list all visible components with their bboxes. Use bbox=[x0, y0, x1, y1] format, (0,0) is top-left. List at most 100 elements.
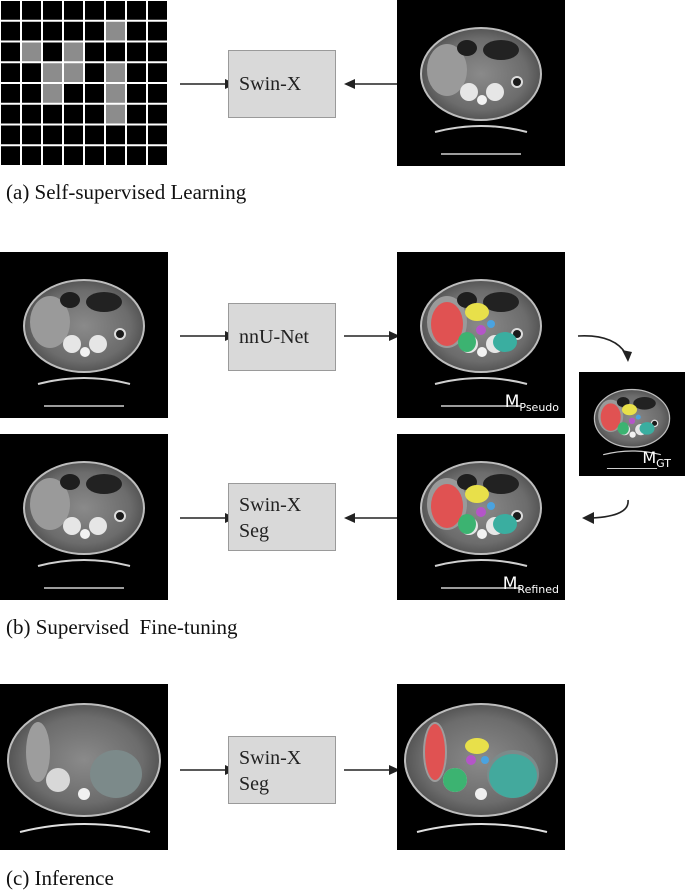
masked-patch bbox=[1, 84, 20, 103]
masked-patch bbox=[22, 125, 41, 145]
visible-patch bbox=[64, 63, 83, 82]
masked-patch bbox=[106, 42, 125, 62]
masked-patch bbox=[106, 1, 125, 20]
masked-patch bbox=[85, 104, 104, 124]
ct-slice bbox=[23, 461, 145, 589]
mask-pseudo-label: MPseudo bbox=[504, 392, 559, 414]
masked-patch bbox=[22, 146, 41, 165]
masked-patch bbox=[127, 84, 146, 103]
nnunet-label: nnU-Net bbox=[239, 326, 309, 348]
masked-patch bbox=[64, 146, 83, 165]
masked-patch bbox=[127, 1, 146, 20]
swin-x-seg-line1: Swin-X bbox=[239, 747, 302, 769]
curved-arrow-left bbox=[582, 499, 629, 524]
mask-refined-label: MRefined bbox=[502, 574, 559, 596]
visible-patch bbox=[106, 104, 125, 124]
masked-patch bbox=[22, 1, 41, 20]
masked-patch bbox=[64, 125, 83, 145]
masked-patch bbox=[64, 84, 83, 103]
caption-inference: (c) Inference bbox=[6, 866, 114, 890]
ct-slice bbox=[420, 27, 542, 155]
ct-scan-input-b-top bbox=[0, 252, 168, 418]
ct-slice-wide bbox=[7, 703, 161, 833]
masked-patch bbox=[22, 84, 41, 103]
masked-patch bbox=[1, 104, 20, 124]
caption-self-supervised: (a) Self-supervised Learning bbox=[6, 180, 247, 204]
ct-slice-wide-segmented bbox=[404, 703, 558, 833]
masked-patch bbox=[85, 146, 104, 165]
arrow-left bbox=[344, 513, 398, 523]
arrow-left bbox=[344, 79, 398, 89]
swin-x-seg-line2: Seg bbox=[239, 520, 269, 542]
visible-patch bbox=[106, 21, 125, 41]
masked-patch bbox=[1, 21, 20, 41]
swin-x-seg-line1: Swin-X bbox=[239, 494, 302, 516]
nnunet-box: nnU-Net bbox=[228, 303, 336, 371]
masked-patch bbox=[43, 42, 62, 62]
ct-slice bbox=[23, 279, 145, 407]
masked-patch bbox=[148, 84, 167, 103]
masked-patch bbox=[1, 146, 20, 165]
ct-scan-inference-input bbox=[0, 684, 168, 850]
curved-arrow-down bbox=[577, 335, 632, 362]
masked-patch bbox=[85, 21, 104, 41]
swin-x-seg-line2: Seg bbox=[239, 773, 269, 795]
ct-scan-ground-truth: MGT bbox=[579, 372, 685, 476]
masked-patch bbox=[22, 21, 41, 41]
visible-patch bbox=[22, 42, 41, 62]
ct-scan-input-b-bottom bbox=[0, 434, 168, 600]
swin-x-box: Swin-X bbox=[228, 50, 336, 118]
masked-patch bbox=[148, 21, 167, 41]
masked-patch bbox=[64, 104, 83, 124]
ct-scan-inference-output bbox=[397, 684, 565, 850]
visible-patch bbox=[43, 63, 62, 82]
masked-patch bbox=[148, 42, 167, 62]
masked-patch-grid-svg bbox=[1, 1, 167, 165]
masked-patch bbox=[106, 146, 125, 165]
masked-patch bbox=[85, 42, 104, 62]
masked-patch bbox=[127, 21, 146, 41]
masked-patch bbox=[43, 104, 62, 124]
masked-patch bbox=[43, 125, 62, 145]
masked-patch bbox=[106, 125, 125, 145]
masked-patch bbox=[85, 1, 104, 20]
masked-patch bbox=[127, 104, 146, 124]
masked-patch bbox=[64, 1, 83, 20]
masked-patch bbox=[43, 21, 62, 41]
masked-patch bbox=[148, 146, 167, 165]
ct-scan-pseudo-mask: MPseudo bbox=[397, 252, 565, 418]
masked-patch bbox=[85, 84, 104, 103]
visible-patch bbox=[43, 84, 62, 103]
masked-patch bbox=[85, 125, 104, 145]
masked-patch bbox=[127, 63, 146, 82]
masked-patch bbox=[85, 63, 104, 82]
masked-patch bbox=[1, 1, 20, 20]
masked-patch bbox=[148, 63, 167, 82]
visible-patch bbox=[64, 42, 83, 62]
masked-patch bbox=[148, 1, 167, 20]
ct-scan-original-a bbox=[397, 0, 565, 166]
masked-patch bbox=[148, 125, 167, 145]
masked-patch bbox=[22, 104, 41, 124]
masked-patch bbox=[43, 1, 62, 20]
masked-patch bbox=[127, 42, 146, 62]
ct-scan-refined-mask: MRefined bbox=[397, 434, 565, 600]
swin-x-seg-box-c: Swin-X Seg bbox=[228, 736, 336, 804]
caption-supervised: (b) Supervised Fine-tuning bbox=[6, 615, 238, 639]
masked-patch bbox=[1, 42, 20, 62]
masked-patch bbox=[1, 125, 20, 145]
masked-patch bbox=[43, 146, 62, 165]
visible-patch bbox=[106, 84, 125, 103]
masked-patch bbox=[127, 125, 146, 145]
swin-x-seg-box-b: Swin-X Seg bbox=[228, 483, 336, 551]
visible-patch bbox=[106, 63, 125, 82]
mask-gt-label: MGT bbox=[642, 448, 671, 470]
arrow-right bbox=[344, 331, 400, 341]
swin-x-label: Swin-X bbox=[239, 73, 302, 95]
masked-patch bbox=[22, 63, 41, 82]
masked-ct-grid bbox=[0, 0, 168, 166]
masked-patch bbox=[1, 63, 20, 82]
masked-patch bbox=[64, 21, 83, 41]
masked-patch bbox=[127, 146, 146, 165]
arrow-right bbox=[344, 765, 400, 775]
